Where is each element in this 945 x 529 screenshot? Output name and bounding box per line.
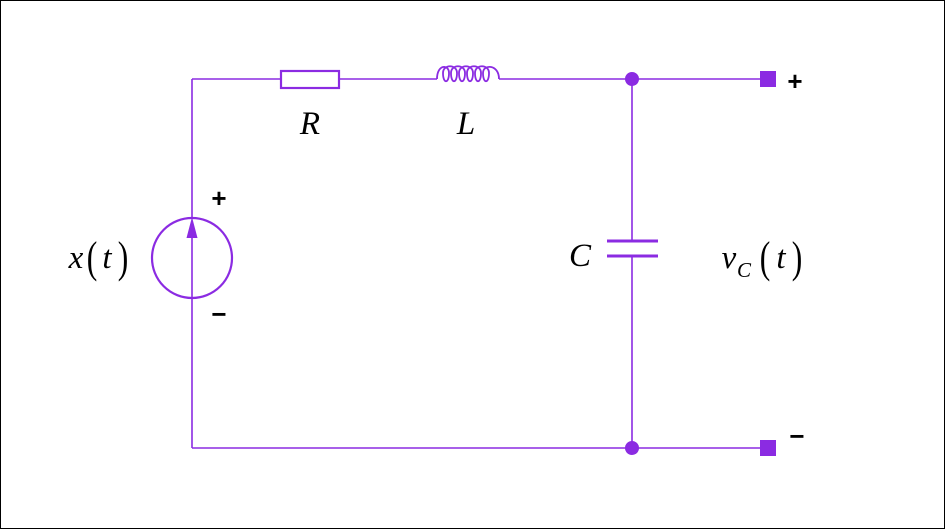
output-label-name: v (722, 240, 737, 276)
source-label-arg: t (102, 240, 112, 276)
inductor-label: L (456, 106, 475, 142)
inductor-symbol (436, 65, 500, 83)
output-terminal-bottom (760, 440, 776, 456)
output-plus-sign: + (787, 66, 802, 96)
source-arrow-head-icon (186, 217, 198, 238)
resistor-symbol (279, 69, 341, 90)
wires (191, 78, 768, 449)
output-minus-sign: − (789, 421, 804, 451)
output-terminal-top (760, 71, 776, 87)
resistor-label: R (299, 106, 320, 142)
source-label: x ( t ) (68, 234, 129, 282)
output-label-paren-close: ) (792, 234, 803, 282)
junction-dot-bottom (625, 441, 639, 455)
source-label-name: x (68, 240, 84, 276)
source-label-paren-close: ) (118, 234, 129, 282)
output-label-arg: t (776, 240, 786, 276)
output-label-subscript: C (737, 258, 752, 282)
source-label-paren-open: ( (87, 234, 98, 282)
output-voltage-label: v C ( t ) (722, 234, 803, 282)
source-plus-sign: + (211, 183, 226, 213)
output-label-paren-open: ( (760, 234, 771, 282)
source-minus-sign: − (211, 299, 226, 329)
junction-dot-top (625, 72, 639, 86)
capacitor-label: C (569, 238, 592, 274)
